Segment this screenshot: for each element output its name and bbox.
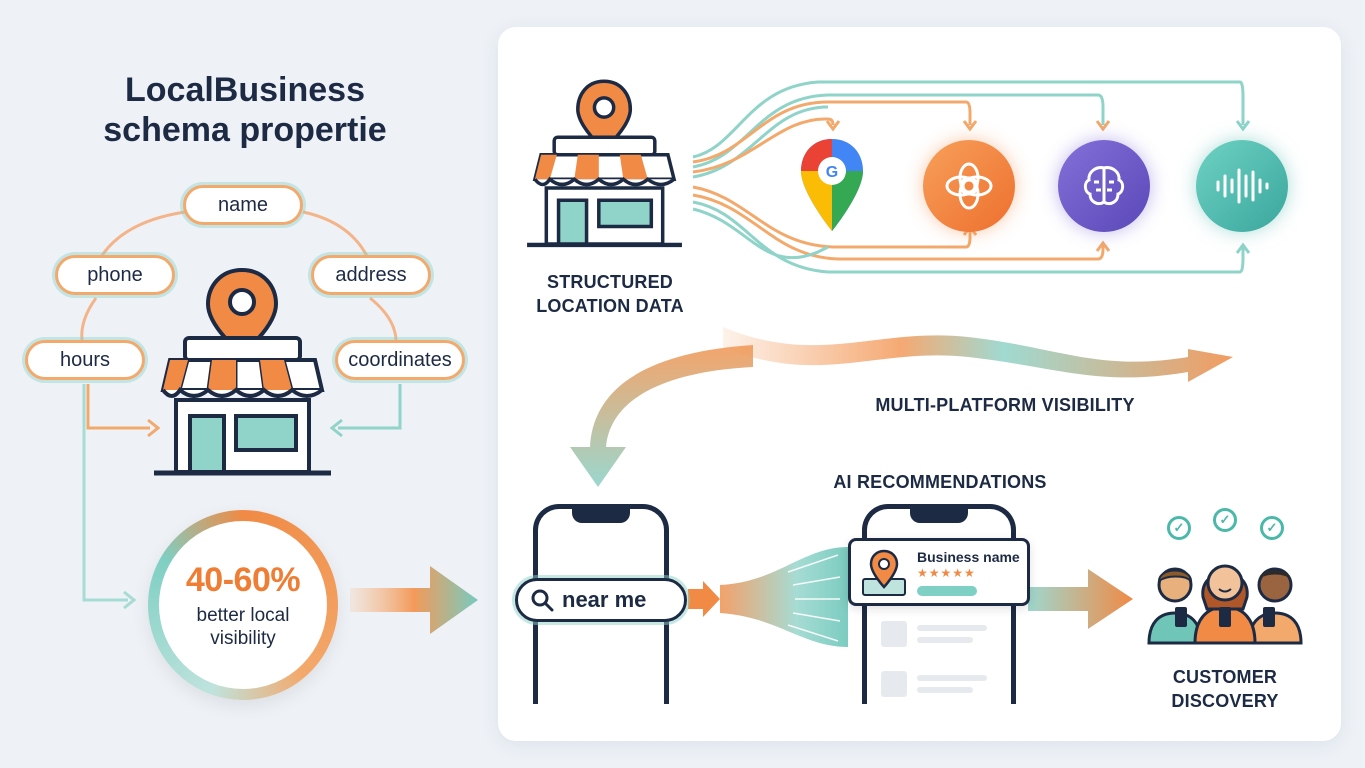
google-maps-icon: G xyxy=(797,135,867,235)
ai-recommendations-caption: AI RECOMMENDATIONS xyxy=(833,472,1047,492)
property-pill-name: name xyxy=(183,185,303,225)
list-line xyxy=(917,625,987,631)
phone-notch xyxy=(572,509,630,523)
rating-stars: ★★★★★ xyxy=(917,566,976,580)
check-icon: ✓ xyxy=(1260,516,1284,540)
property-connectors xyxy=(80,210,478,634)
business-action-button[interactable] xyxy=(917,586,977,596)
ai-brain-icon xyxy=(1058,140,1150,232)
voice-assistant-icon xyxy=(1196,140,1288,232)
multi-platform-caption: MULTI-PLATFORM VISIBILITY xyxy=(875,395,1135,415)
chatgpt-icon xyxy=(923,140,1015,232)
check-icon: ✓ xyxy=(1167,516,1191,540)
property-pill-hours: hours xyxy=(25,340,145,380)
map-pin-icon xyxy=(862,549,906,596)
customers-icon xyxy=(1147,564,1303,645)
list-line xyxy=(917,687,973,693)
phone-notch xyxy=(910,509,968,523)
property-pill-coordinates: coordinates xyxy=(335,340,465,380)
storefront-location-icon xyxy=(527,79,682,248)
svg-text:G: G xyxy=(826,164,838,181)
search-input[interactable]: near me xyxy=(515,578,687,622)
page-title: LocalBusiness schema propertie xyxy=(103,71,387,149)
business-card[interactable]: Business name ★★★★★ xyxy=(848,538,1030,606)
storefront-icon xyxy=(154,267,331,476)
list-line xyxy=(917,675,987,681)
business-name: Business name xyxy=(917,549,1020,565)
data-flow-lines xyxy=(570,80,1251,647)
search-icon xyxy=(531,589,554,612)
list-thumb xyxy=(881,621,907,647)
stat-label: better local visibility xyxy=(196,604,290,649)
list-thumb xyxy=(881,671,907,697)
property-pill-phone: phone xyxy=(55,255,175,295)
stat-value: 40-60% xyxy=(185,560,301,599)
visibility-stat: 40-60% better local visibility xyxy=(148,510,338,700)
search-text: near me xyxy=(562,587,647,612)
list-line xyxy=(917,637,973,643)
property-pill-address: address xyxy=(311,255,431,295)
customer-discovery-caption: CUSTOMER DISCOVERY xyxy=(1171,667,1279,711)
structured-data-caption: STRUCTURED LOCATION DATA xyxy=(536,272,684,316)
check-icon: ✓ xyxy=(1213,508,1237,532)
